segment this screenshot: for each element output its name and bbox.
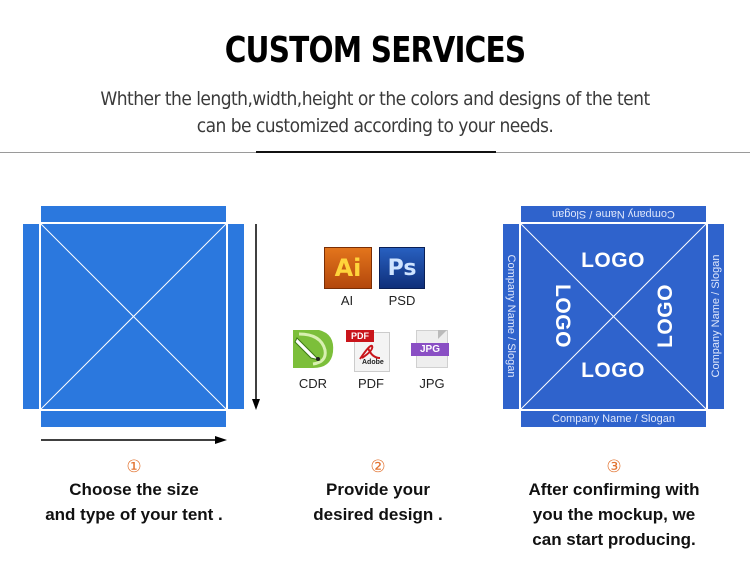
tent-side-bottom — [41, 411, 226, 427]
format-label-pdf: PDF — [358, 376, 384, 391]
step-2: ② Provide your desired design . — [258, 457, 498, 527]
step-line: desired design . — [313, 505, 443, 524]
format-label-cdr: CDR — [298, 376, 328, 391]
length-arrow-icon — [250, 224, 262, 410]
logo-bottom: LOGO — [581, 359, 645, 382]
step-line: Provide your — [326, 480, 430, 499]
format-psd: Ps — [379, 247, 425, 289]
step-line: After confirming with — [528, 480, 700, 499]
mockup-side-left: Company Name / Slogan — [503, 224, 519, 409]
format-label-ai: AI — [340, 293, 354, 308]
mockup-side-top: Company Name / Slogan — [521, 206, 706, 222]
step-number: ② — [370, 457, 386, 476]
format-label-jpg: JPG — [419, 376, 445, 391]
mockup-roof: LOGO LOGO LOGO LOGO — [520, 223, 707, 410]
step-number: ③ — [606, 457, 622, 476]
ps-icon: Ps — [379, 247, 425, 289]
step-line: and type of your tent . — [45, 505, 223, 524]
format-label-psd: PSD — [388, 293, 416, 308]
pdf-icon: PDF Adobe — [346, 330, 390, 372]
ai-icon: Ai — [324, 247, 372, 289]
divider-accent — [256, 151, 496, 153]
step-line: can start producing. — [532, 530, 696, 549]
jpg-icon: JPG — [408, 330, 452, 368]
mockup-side-bottom: Company Name / Slogan — [521, 411, 706, 427]
page-title: CUSTOM SERVICES — [224, 30, 526, 71]
format-ai: Ai — [324, 247, 372, 289]
coreldraw-icon — [291, 328, 335, 370]
logo-right: LOGO — [654, 284, 677, 348]
subtitle-line-1: Whther the length,width,height or the co… — [100, 88, 650, 110]
logo-top: LOGO — [581, 249, 645, 272]
logo-left: LOGO — [551, 284, 574, 348]
step-line: you the mockup, we — [532, 505, 696, 524]
step-3: ③ After confirming with you the mockup, … — [494, 457, 734, 552]
tent-side-top — [41, 206, 226, 222]
step-1: ① Choose the size and type of your tent … — [14, 457, 254, 527]
tent-side-right — [228, 224, 244, 409]
step-line: Choose the size — [69, 480, 199, 499]
mockup-side-right: Company Name / Slogan — [708, 224, 724, 409]
width-arrow-icon — [41, 434, 227, 446]
step-number: ① — [126, 457, 142, 476]
tent-side-left — [23, 224, 39, 409]
tent-roof — [40, 223, 227, 410]
subtitle-line-2: can be customized according to your need… — [196, 115, 554, 137]
